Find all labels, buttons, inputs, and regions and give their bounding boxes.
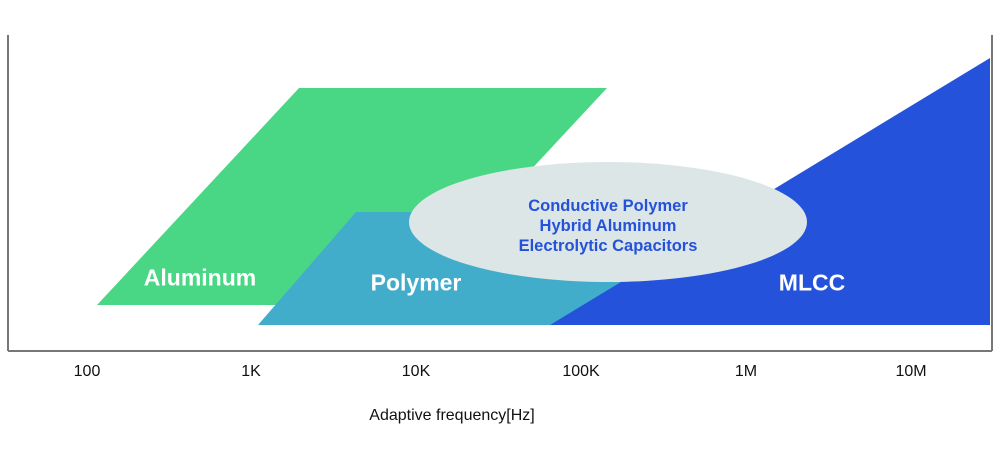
aluminum-label: Aluminum bbox=[143, 264, 257, 291]
tick-label: 1K bbox=[241, 363, 261, 380]
hybrid-label: Conductive Polymer Hybrid Aluminum Elect… bbox=[519, 196, 698, 256]
tick-label: 10M bbox=[895, 363, 927, 380]
hybrid-region bbox=[409, 162, 807, 282]
aluminum-region bbox=[97, 88, 607, 305]
hybrid-line-1: Conductive Polymer bbox=[528, 197, 688, 215]
hybrid-line-3: Electrolytic Capacitors bbox=[518, 237, 698, 255]
polymer-label: Polymer bbox=[370, 269, 462, 296]
mlcc-label: MLCC bbox=[778, 269, 846, 296]
tick-label: 100K bbox=[562, 363, 600, 380]
hybrid-line-2: Hybrid Aluminum bbox=[539, 217, 677, 235]
tick-label: 100 bbox=[73, 363, 101, 380]
x-axis-label: Adaptive frequency[Hz] bbox=[369, 407, 535, 424]
tick-label: 10K bbox=[401, 363, 431, 380]
tick-label: 1M bbox=[734, 363, 758, 380]
